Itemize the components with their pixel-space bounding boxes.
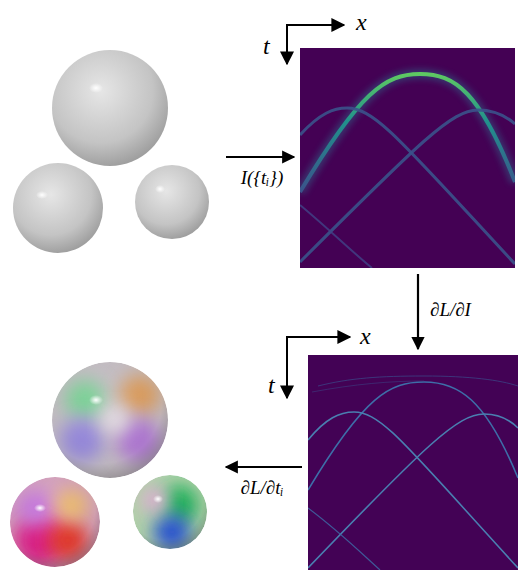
axis-label: t [268,373,275,397]
sphere-scene [13,50,209,253]
measurement-image [300,48,515,268]
gradient-image: xt [308,355,518,570]
axis-arrows [286,24,350,398]
scene-render [0,50,220,266]
gradient-render [0,358,220,570]
edge-label: ∂L/∂I [428,300,473,321]
axis-label: x [360,324,371,348]
flow-arrow [417,274,419,349]
gradient-image [308,355,518,570]
edge-label: I({tᵢ}) [239,168,285,189]
axis-label: x [356,10,367,34]
gradient-spheres [10,362,207,567]
axis-label: t [263,34,270,58]
flow-arrow [226,156,294,158]
edge-label: ∂L/∂tᵢ [239,478,286,499]
measurement-image: xt [300,48,515,268]
flow-arrow [226,466,302,468]
